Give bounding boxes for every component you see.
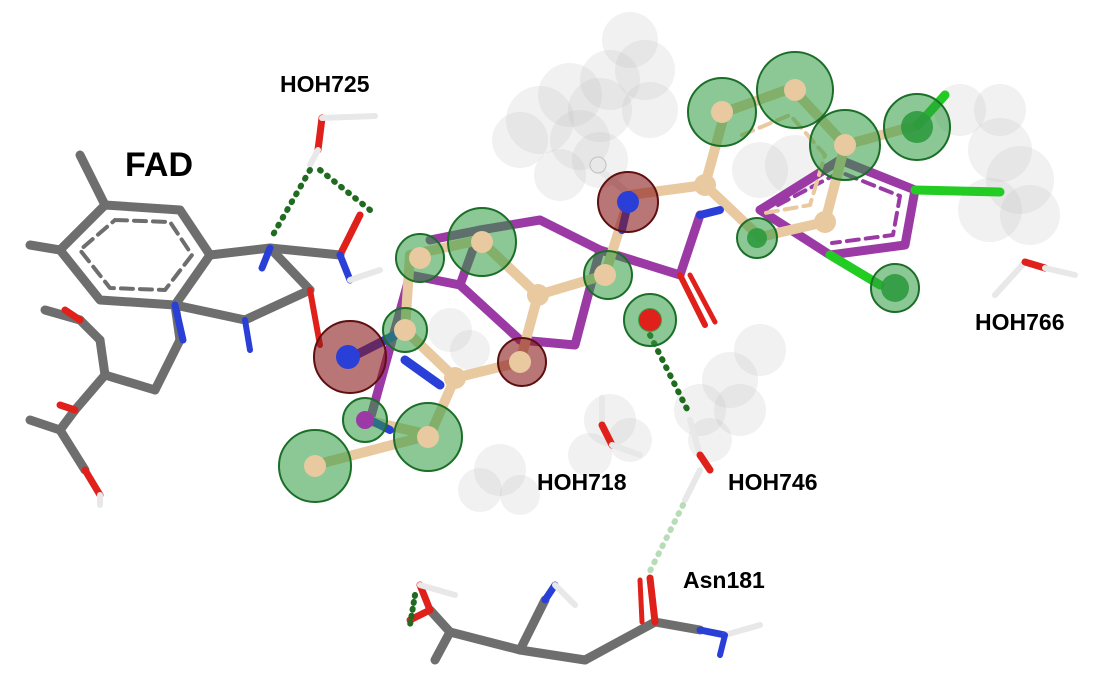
water-hoh725: [307, 113, 378, 168]
asn181-residue: [406, 574, 763, 665]
label-hoh718: HOH718: [537, 469, 627, 495]
fad-molecule: [25, 150, 383, 508]
label-hoh725: HOH725: [280, 71, 370, 97]
label-asn181: Asn181: [683, 567, 765, 593]
water-hoh766: [992, 258, 1078, 298]
label-hoh766: HOH766: [975, 309, 1064, 335]
label-hoh746: HOH746: [728, 469, 817, 495]
exclusion-volumes: [428, 12, 1060, 515]
ligand-atom-balls: [304, 79, 856, 477]
hbond-lines: [267, 167, 693, 628]
water-hoh746: [682, 417, 714, 503]
water-hoh718: [598, 395, 643, 458]
label-fad: FAD: [125, 146, 193, 184]
